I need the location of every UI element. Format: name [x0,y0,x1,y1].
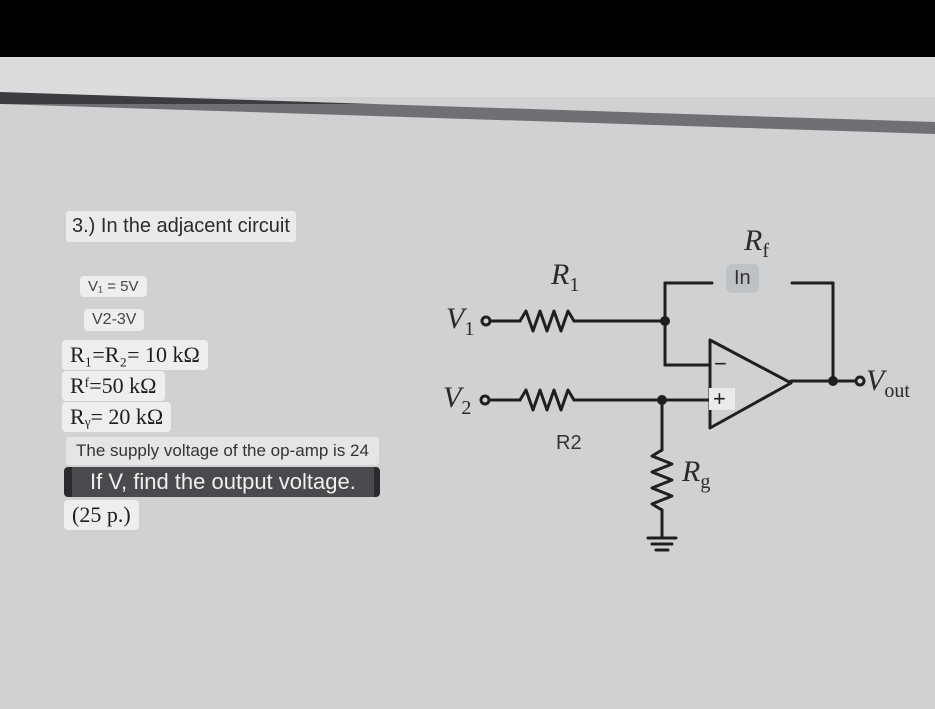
v2-label: V2 [443,381,472,419]
inverting-node-dot [660,316,670,326]
points-text: (25 p.) [64,500,139,530]
problem-title: 3.) In the adjacent circuit [66,211,296,242]
vout-label: Vout [866,364,910,402]
circuit-diagram [479,281,866,552]
minus-sign: − [714,351,727,376]
op-amp-triangle [708,338,793,430]
r2-resistor [518,388,576,412]
v1-label: V1 [446,302,475,340]
supply-voltage-text: The supply voltage of the op-amp is 24 [66,437,379,465]
output-node-dot [828,376,838,386]
given-r1-r2: R₁=R₂= 10 kΩ [62,340,208,370]
rf-label: Rf [744,224,769,262]
dark-divider-strip [0,92,935,134]
r1-label: R1 [551,258,580,296]
plus-highlight [709,388,735,410]
question-text: If V, find the output voltage. [64,467,380,497]
plus-sign: + [713,386,726,411]
r2-tag: R2 [556,432,582,454]
given-rf: Rᶠ=50 kΩ [62,371,165,401]
header-band [0,57,935,97]
given-v1: V₁ = 5V [80,276,147,297]
r1-resistor [518,309,576,333]
vout-terminal [854,375,866,387]
rg-label: Rg [682,455,711,493]
given-v2: V2-3V [84,309,145,331]
top-black-bar [0,0,935,57]
in-tag: In [726,264,759,293]
given-rg: Rᵧ= 20 kΩ [62,402,172,432]
rg-resistor [650,448,674,512]
